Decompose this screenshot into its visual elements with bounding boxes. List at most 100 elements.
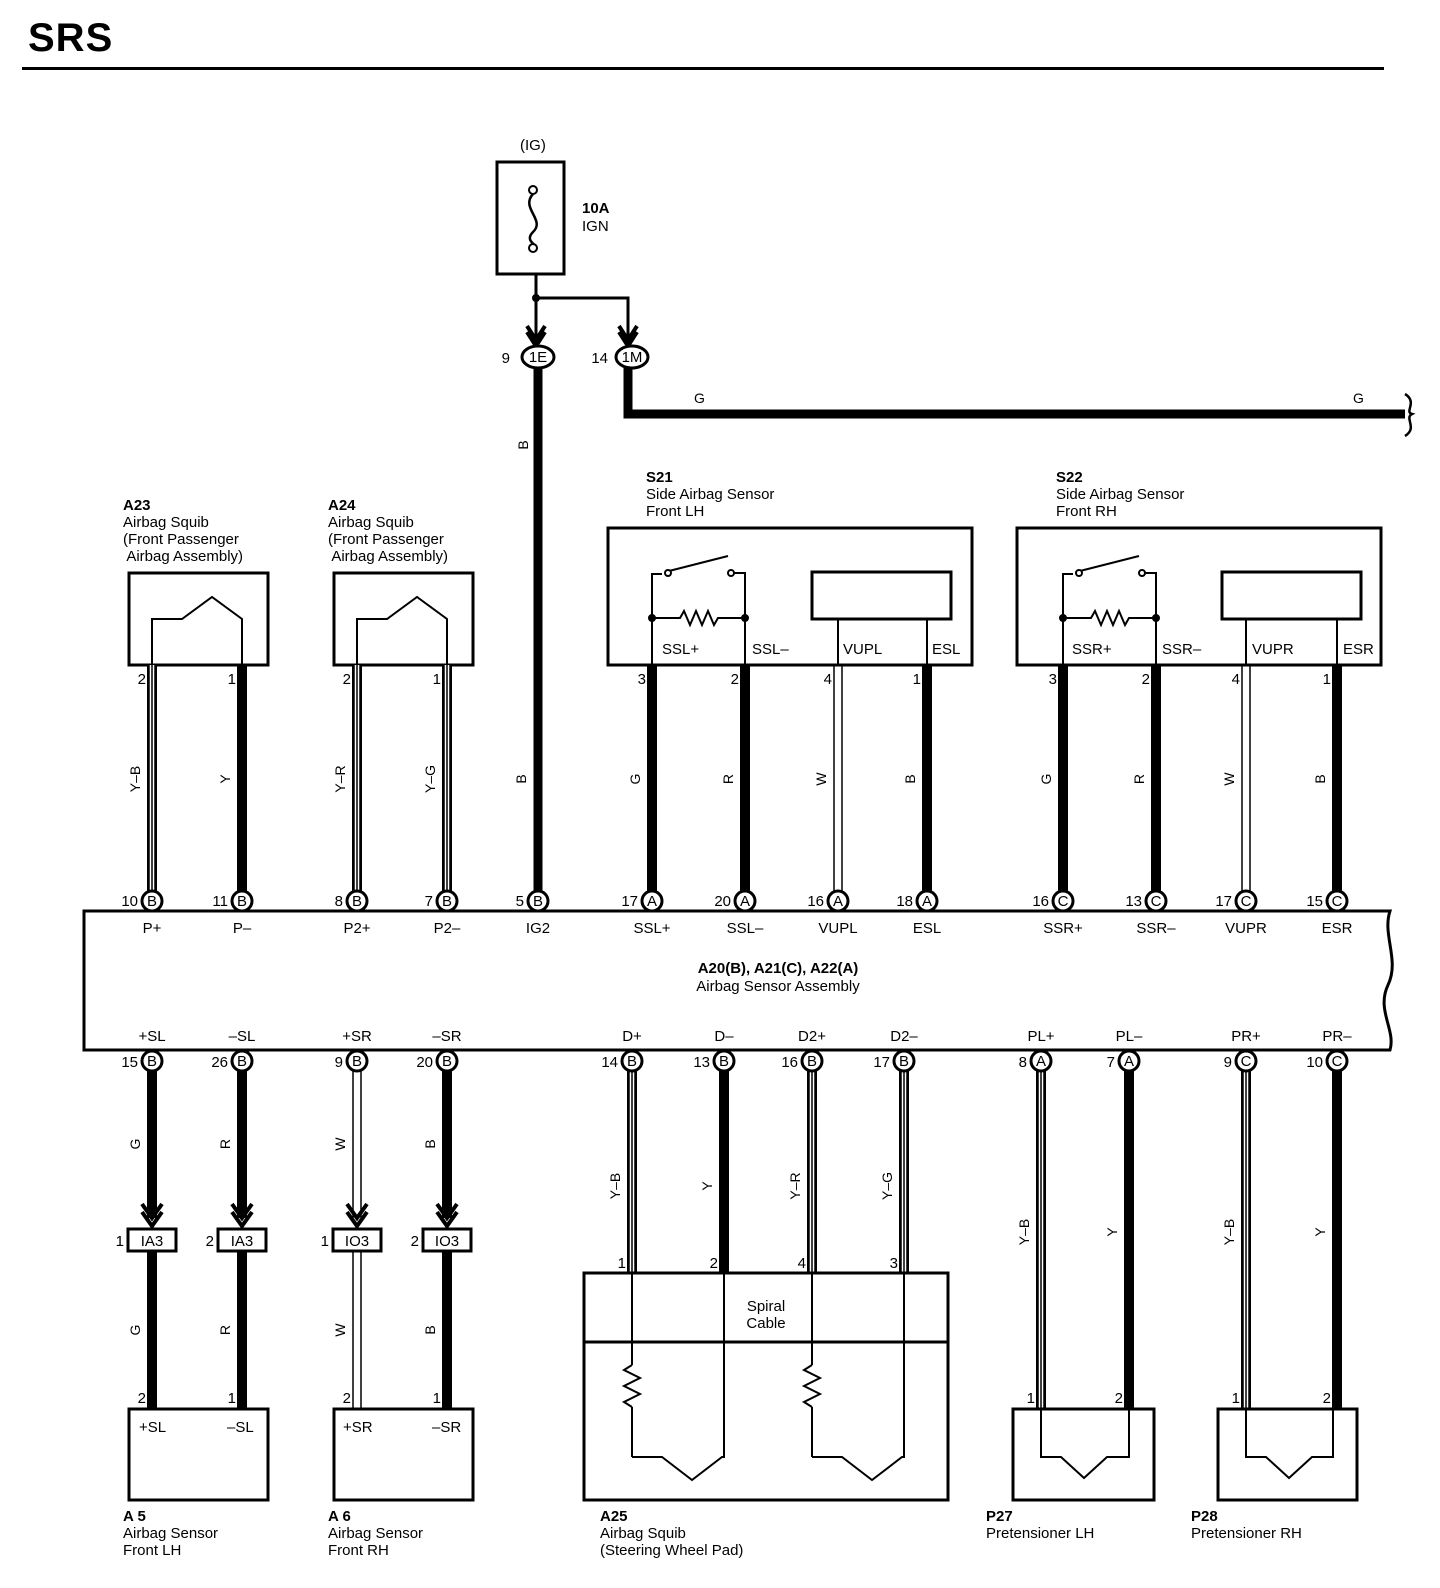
connector-circle — [640, 889, 664, 913]
component-pin: 2 — [138, 671, 146, 688]
lower-wire-8: PL+8Y–B1A — [1016, 1028, 1055, 1409]
connector-letter: B — [237, 1053, 247, 1070]
connector-circle — [230, 1049, 254, 1073]
terminal-label: VUPR — [1225, 920, 1267, 937]
wire-segment — [899, 1071, 909, 1273]
svg-text:(Front Passenger: (Front Passenger — [123, 531, 239, 548]
lower-wire-4: D+14Y–B1B — [601, 1028, 644, 1273]
connector-letter: B — [147, 1053, 157, 1070]
svg-text:Airbag Sensor: Airbag Sensor — [328, 1525, 423, 1542]
connector-letter: B — [627, 1053, 637, 1070]
terminal-label: –SR — [432, 1028, 461, 1045]
main-pin: 16 — [781, 1054, 798, 1071]
main-pin: 10 — [1306, 1054, 1323, 1071]
fuse-name: IGN — [582, 218, 609, 235]
svg-text:1E: 1E — [529, 349, 547, 366]
terminal-label: SSL– — [727, 920, 764, 937]
wire-color-label: R — [217, 1325, 233, 1335]
terminal-label: P+ — [143, 920, 162, 937]
component-pin: 2 — [1142, 671, 1150, 688]
svg-text:Airbag Assembly): Airbag Assembly) — [123, 548, 243, 565]
wire-color-label: Y–R — [332, 765, 348, 792]
main-pin: 20 — [416, 1054, 433, 1071]
svg-text:A 5: A 5 — [123, 1508, 146, 1525]
wire-color-label: W — [813, 772, 829, 786]
fuse-box — [495, 160, 566, 276]
junction-connector — [331, 1227, 383, 1253]
connector-letter: C — [1058, 893, 1069, 910]
fuse-feed-wires — [525, 274, 639, 350]
a5-box — [127, 1407, 270, 1502]
wire-color-label: R — [720, 774, 736, 784]
main-pin: 5 — [516, 893, 524, 910]
connector-circle — [800, 1049, 824, 1073]
wire-color-label: Y — [1312, 1227, 1328, 1237]
terminal-label: PL+ — [1027, 1028, 1054, 1045]
wire-color-label: Y–B — [1016, 1219, 1032, 1245]
s21-box — [606, 526, 974, 667]
resistor-icon — [621, 1364, 643, 1408]
fuse-source-label: (IG) — [520, 137, 546, 154]
component-a24: A24 Airbag Squib (Front Passenger Airbag… — [328, 497, 475, 667]
connector-letter: B — [147, 893, 157, 910]
terminal-label: D2+ — [798, 1028, 826, 1045]
connector-arrow-icon — [140, 1210, 164, 1230]
main-pin: 17 — [1215, 893, 1232, 910]
main-pin: 9 — [335, 1054, 343, 1071]
main-pin: 7 — [1107, 1054, 1115, 1071]
page-title: SRS — [28, 16, 114, 60]
junction-code: IO3 — [345, 1233, 369, 1250]
component-pin: 2 — [343, 671, 351, 688]
connector-circle — [1325, 1049, 1349, 1073]
wire-color-label: B — [513, 774, 529, 783]
svg-text:SSR–: SSR– — [1162, 641, 1202, 658]
component-p27: P27 Pretensioner LH — [986, 1407, 1156, 1542]
component-pin: 2 — [1115, 1390, 1123, 1407]
terminal-label: P– — [233, 920, 252, 937]
terminal-label: IG2 — [526, 920, 550, 937]
connector-circle — [915, 889, 939, 913]
junction-code: IA3 — [141, 1233, 164, 1250]
svg-text:Front LH: Front LH — [123, 1542, 181, 1559]
terminal-label: VUPL — [818, 920, 857, 937]
component-pin: 1 — [1323, 671, 1331, 688]
fuse-terminal-top — [528, 185, 538, 195]
component-pin: 1 — [433, 671, 441, 688]
junction-pin: 1 — [116, 1233, 124, 1250]
wire-segment-upper — [352, 1071, 362, 1218]
connector-letter: B — [533, 893, 543, 910]
svg-text:(Front Passenger: (Front Passenger — [328, 531, 444, 548]
connector-letter: C — [1332, 1053, 1343, 1070]
lower-wire-6: D2+16Y–R4B — [781, 1028, 826, 1273]
main-pin: 20 — [714, 893, 731, 910]
svg-text:Front LH: Front LH — [646, 503, 704, 520]
main-pin: 7 — [425, 893, 433, 910]
s22-circuit — [1059, 555, 1363, 665]
a25-box — [582, 1271, 950, 1502]
svg-text:S21: S21 — [646, 469, 673, 486]
svg-text:Airbag Assembly): Airbag Assembly) — [328, 548, 448, 565]
connector-letter: A — [647, 893, 657, 910]
terminal-label: PR+ — [1231, 1028, 1261, 1045]
wire-color-label: R — [1131, 774, 1147, 784]
connector-letter: A — [833, 893, 843, 910]
component-pin: 2 — [343, 1390, 351, 1407]
component-pin: 4 — [1232, 671, 1240, 688]
svg-text:S22: S22 — [1056, 469, 1083, 486]
component-pin: 1 — [913, 671, 921, 688]
svg-text:Airbag Squib: Airbag Squib — [600, 1525, 686, 1542]
junction-pin: 2 — [206, 1233, 214, 1250]
svg-text:Pretensioner RH: Pretensioner RH — [1191, 1525, 1302, 1542]
connector-arrow-icon — [435, 1202, 459, 1222]
svg-text:1M: 1M — [622, 349, 643, 366]
p27-box — [1011, 1407, 1156, 1502]
